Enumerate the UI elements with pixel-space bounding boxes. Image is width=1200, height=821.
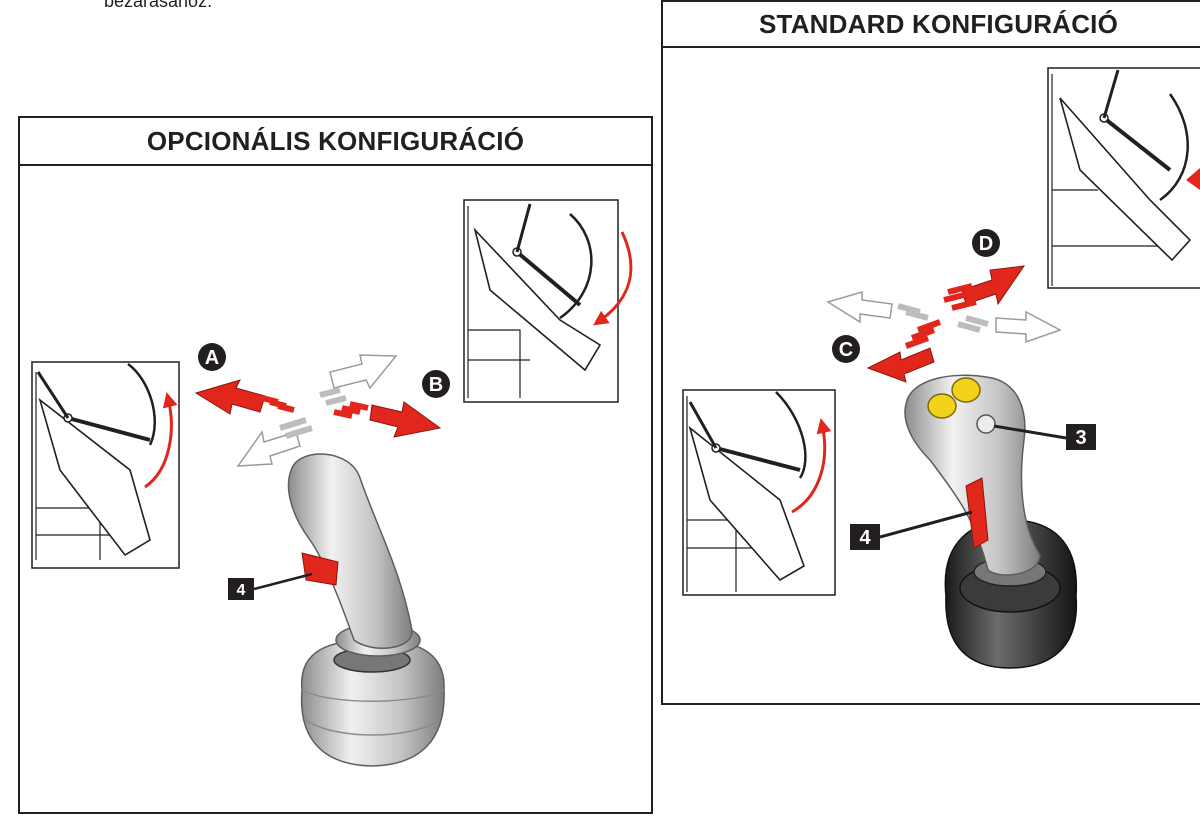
svg-text:D: D (979, 233, 993, 255)
optional-joystick (288, 454, 444, 766)
callout-4-right: 4 (850, 512, 972, 550)
svg-text:B: B (429, 374, 443, 396)
direction-arrow-d (944, 266, 1024, 308)
label-d-badge: D (972, 229, 1000, 257)
svg-text:4: 4 (859, 527, 871, 549)
direction-arrow-neutral-right (958, 312, 1060, 342)
direction-arrow-c (868, 322, 940, 382)
bucket-closed-inset-right (464, 200, 631, 402)
direction-arrow-a (196, 380, 294, 414)
standard-joystick (905, 375, 1076, 668)
direction-arrow-neutral-up (320, 355, 396, 403)
label-a-badge: A (198, 343, 226, 371)
callout-4-left: 4 (228, 574, 312, 600)
label-c-badge: C (832, 335, 860, 363)
direction-arrow-neutral-left (828, 292, 928, 322)
bucket-open-inset-left (32, 362, 179, 568)
svg-text:C: C (839, 339, 853, 361)
bucket-closed-inset-top-right (1048, 68, 1200, 288)
svg-text:3: 3 (1075, 427, 1086, 449)
bucket-open-inset-right-panel (683, 390, 835, 595)
svg-text:A: A (205, 347, 219, 369)
label-b-badge: B (422, 370, 450, 398)
direction-arrow-b (334, 402, 440, 437)
svg-text:4: 4 (237, 582, 246, 599)
